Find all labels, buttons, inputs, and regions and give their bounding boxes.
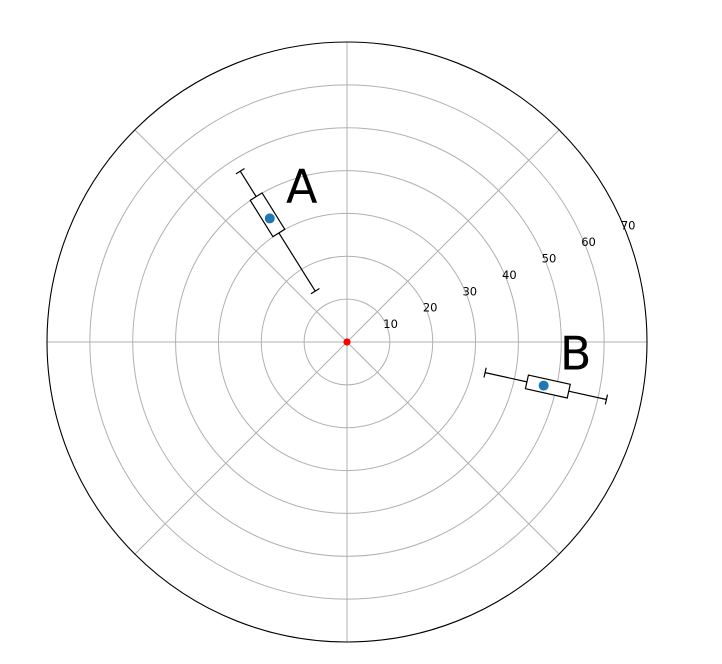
- r-tick-label-70: 70: [621, 219, 636, 233]
- r-tick-label-30: 30: [462, 284, 477, 298]
- point-group-a: A: [235, 159, 320, 295]
- whisker-outer: [239, 170, 257, 197]
- point-label-b: B: [560, 327, 592, 381]
- whisker-cap-inner: [483, 367, 487, 378]
- frame-layer: [46, 41, 648, 643]
- grid-spoke-225: [134, 341, 348, 555]
- data-point-b: [538, 380, 549, 391]
- whisker-outer: [568, 390, 607, 401]
- origin-marker: [343, 338, 351, 346]
- polar-frame: [46, 41, 648, 643]
- r-tick-label-60: 60: [581, 235, 596, 249]
- whisker-inner: [278, 232, 316, 292]
- whisker-cap-outer: [235, 168, 245, 175]
- whisker-inner: [484, 372, 528, 383]
- point-group-b: B: [483, 327, 609, 405]
- grid-layer: [47, 42, 647, 642]
- grid-spoke-45: [346, 129, 560, 343]
- whisker-cap-inner: [310, 287, 320, 295]
- r-tick-label-20: 20: [423, 301, 438, 315]
- data-point-a: [264, 213, 275, 224]
- r-tick-label-40: 40: [502, 268, 517, 282]
- whisker-cap-outer: [604, 394, 609, 405]
- data-points: AB: [235, 159, 609, 405]
- r-tick-label-50: 50: [542, 251, 557, 265]
- r-tick-label-10: 10: [383, 317, 398, 331]
- r-tick-labels: 10 20 30 40 50 60 70: [383, 219, 635, 331]
- point-label-a: A: [286, 159, 318, 213]
- grid-spoke-315: [346, 341, 560, 555]
- grid-spoke-135: [134, 129, 348, 343]
